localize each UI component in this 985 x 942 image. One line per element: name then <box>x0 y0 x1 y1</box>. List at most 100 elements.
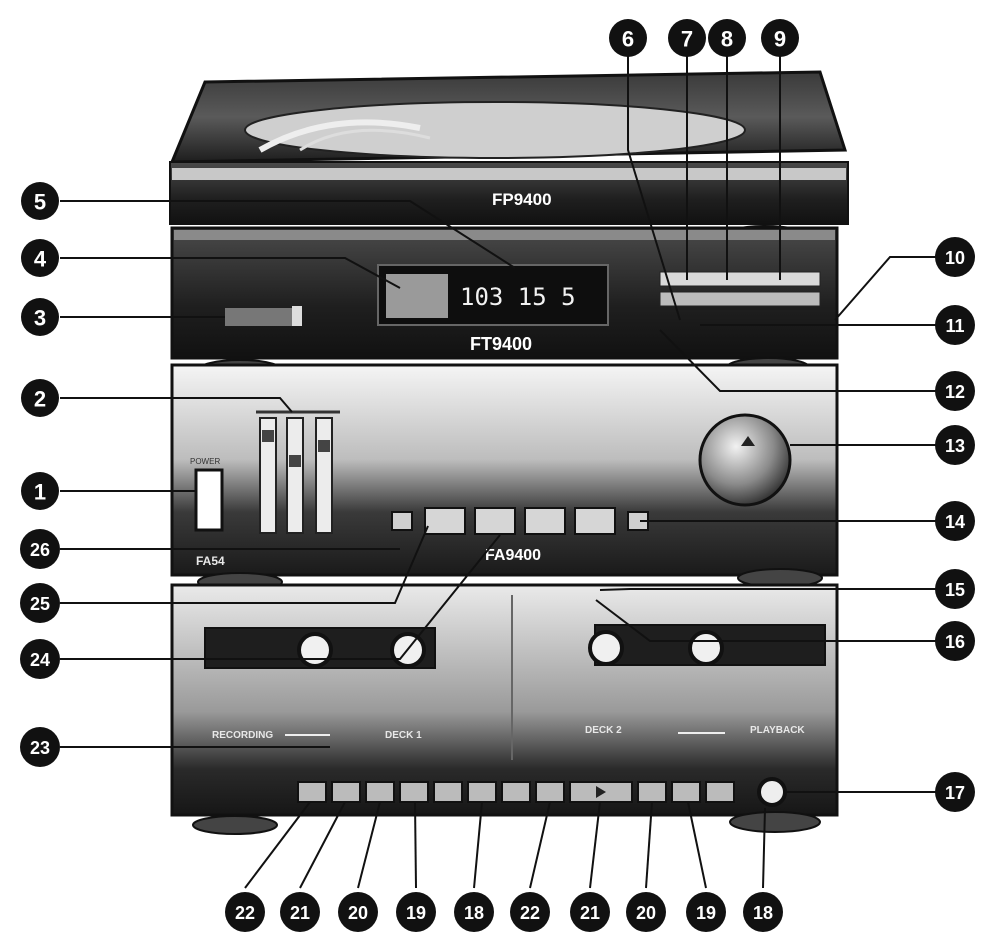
cassette-deck-unit: RECORDING DECK 1 DECK 2 PLAYBACK <box>170 583 839 817</box>
callout-badge: 19 <box>396 892 436 932</box>
callout-badge: 5 <box>21 182 59 220</box>
svg-text:9: 9 <box>774 27 786 52</box>
svg-text:24: 24 <box>30 650 50 670</box>
svg-text:13: 13 <box>945 436 965 456</box>
callout-badge: 4 <box>21 239 59 277</box>
platter <box>244 101 746 159</box>
callout-badge: 6 <box>609 19 647 57</box>
callout-badge: 22 <box>510 892 550 932</box>
amplifier-badge-label: FA54 <box>196 554 225 568</box>
callout-badge: 10 <box>935 237 975 277</box>
callout-badge: 7 <box>668 19 706 57</box>
volume-knob[interactable] <box>698 413 792 507</box>
svg-text:12: 12 <box>945 382 965 402</box>
svg-text:17: 17 <box>945 783 965 803</box>
transport-button[interactable] <box>671 781 701 803</box>
amplifier-unit: POWER FA9400 FA54 <box>170 363 839 577</box>
transport-button[interactable] <box>501 781 531 803</box>
callout-badge: 20 <box>338 892 378 932</box>
svg-text:3: 3 <box>34 306 46 331</box>
callout-badge: 11 <box>935 305 975 345</box>
svg-text:18: 18 <box>464 903 484 923</box>
callout-badge: 18 <box>454 892 494 932</box>
svg-text:18: 18 <box>753 903 773 923</box>
slider-knob[interactable] <box>289 455 301 467</box>
transport-button[interactable] <box>399 781 429 803</box>
source-button[interactable] <box>474 507 516 535</box>
callout-badge: 24 <box>20 639 60 679</box>
equalizer-slider[interactable] <box>286 417 304 534</box>
svg-text:15: 15 <box>945 580 965 600</box>
amplifier-model-label: FA9400 <box>485 547 541 564</box>
foot <box>729 811 821 833</box>
source-button[interactable] <box>524 507 566 535</box>
deck2-reel <box>688 630 724 666</box>
svg-text:10: 10 <box>945 248 965 268</box>
transport-button[interactable] <box>433 781 463 803</box>
source-button[interactable] <box>574 507 616 535</box>
svg-text:26: 26 <box>30 540 50 560</box>
svg-text:22: 22 <box>235 903 255 923</box>
svg-text:25: 25 <box>30 594 50 614</box>
power-switch[interactable] <box>194 468 224 532</box>
svg-text:19: 19 <box>406 903 426 923</box>
slider-knob[interactable] <box>262 430 274 442</box>
tuner-preset-strip[interactable] <box>659 271 821 287</box>
callout-badge: 14 <box>935 501 975 541</box>
svg-text:4: 4 <box>34 247 47 272</box>
svg-text:23: 23 <box>30 738 50 758</box>
transport-button[interactable] <box>467 781 497 803</box>
slider-knob[interactable] <box>318 440 330 452</box>
callout-badge: 25 <box>20 583 60 623</box>
svg-text:11: 11 <box>945 316 964 336</box>
transport-button[interactable] <box>297 781 327 803</box>
plinth-trim <box>172 168 846 180</box>
equalizer-slider[interactable] <box>315 417 333 534</box>
transport-button[interactable] <box>365 781 395 803</box>
playback-label: PLAYBACK <box>750 725 805 736</box>
ir-sensor <box>292 306 302 326</box>
transport-button[interactable] <box>535 781 565 803</box>
callout-badge: 17 <box>935 772 975 812</box>
frequency-readout: 103 15 5 <box>460 283 576 311</box>
tuner-top-strip <box>174 230 835 240</box>
source-button[interactable] <box>424 507 466 535</box>
tuner-unit: 103 15 5 FT9400 <box>170 226 839 360</box>
source-button[interactable] <box>391 511 413 531</box>
foot <box>192 815 278 835</box>
transport-button[interactable] <box>637 781 667 803</box>
callout-badge: 21 <box>570 892 610 932</box>
callout-badge: 2 <box>21 379 59 417</box>
svg-text:20: 20 <box>636 903 656 923</box>
headphone-jack[interactable] <box>757 777 787 807</box>
deck1-label: DECK 1 <box>385 730 422 741</box>
callout-badge: 16 <box>935 621 975 661</box>
deck2-reel <box>588 630 624 666</box>
equalizer-slider[interactable] <box>259 417 277 534</box>
power-label: POWER <box>190 457 220 466</box>
svg-text:14: 14 <box>945 512 965 532</box>
tonearm-rest <box>299 128 431 152</box>
cassette-deck-body <box>170 583 839 817</box>
callout-badge: 22 <box>225 892 265 932</box>
leader-lines <box>60 38 942 889</box>
tuner-grille <box>225 308 300 326</box>
transport-button[interactable] <box>705 781 735 803</box>
svg-text:16: 16 <box>945 632 965 652</box>
svg-text:21: 21 <box>290 903 310 923</box>
svg-text:22: 22 <box>520 903 540 923</box>
callout-badge: 18 <box>743 892 783 932</box>
tuner-button-strip[interactable] <box>659 291 821 307</box>
svg-text:20: 20 <box>348 903 368 923</box>
callout-badge: 12 <box>935 371 975 411</box>
tonearm <box>258 119 421 153</box>
turntable-model-label: FP9400 <box>492 190 552 209</box>
svg-text:7: 7 <box>681 27 693 52</box>
svg-text:1: 1 <box>34 480 46 505</box>
svg-text:5: 5 <box>34 190 46 215</box>
transport-button[interactable] <box>331 781 361 803</box>
callout-badge: 8 <box>708 19 746 57</box>
svg-text:2: 2 <box>34 387 46 412</box>
callout-badge: 26 <box>20 529 60 569</box>
